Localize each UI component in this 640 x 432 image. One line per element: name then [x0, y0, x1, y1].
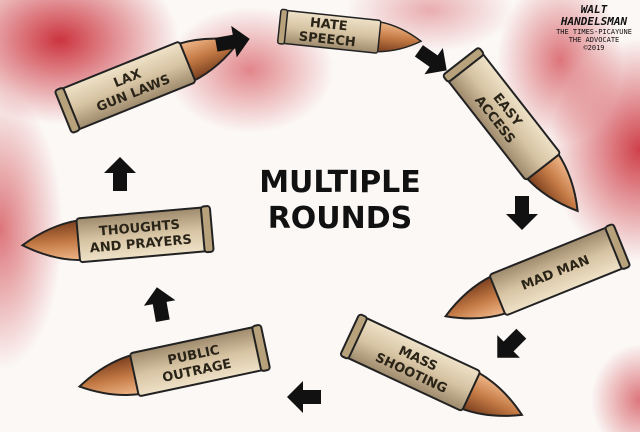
title-line-2: ROUNDS	[268, 201, 413, 236]
arrow-up-icon	[141, 284, 179, 324]
svg-text:HATE: HATE	[309, 16, 348, 35]
svg-text:SPEECH: SPEECH	[298, 29, 356, 50]
title-line-1: MULTIPLE	[259, 165, 421, 200]
bullet-mass-shooting: MASS SHOOTING	[339, 312, 533, 432]
bullet-thoughts-and-prayers: THOUGHTS AND PRAYERS	[19, 204, 215, 270]
bullet-public-outrage: PUBLIC OUTRAGE	[73, 323, 272, 411]
bullet-hate-speech: HATE SPEECH	[276, 8, 424, 60]
arrow-down-icon	[506, 196, 538, 230]
bullet-mad-man: MAD MAN	[435, 222, 632, 339]
svg-text:THOUGHTS: THOUGHTS	[98, 218, 180, 240]
arrow-down-left-icon	[485, 322, 533, 370]
artist-signature: WALT HANDELSMAN THE TIMES-PICAYUNE THE A…	[556, 3, 632, 53]
arrow-left-icon	[287, 381, 321, 413]
bullet-lax-gun-laws: LAX GUN LAWS	[53, 18, 250, 135]
arrow-up-icon-2	[104, 157, 136, 191]
